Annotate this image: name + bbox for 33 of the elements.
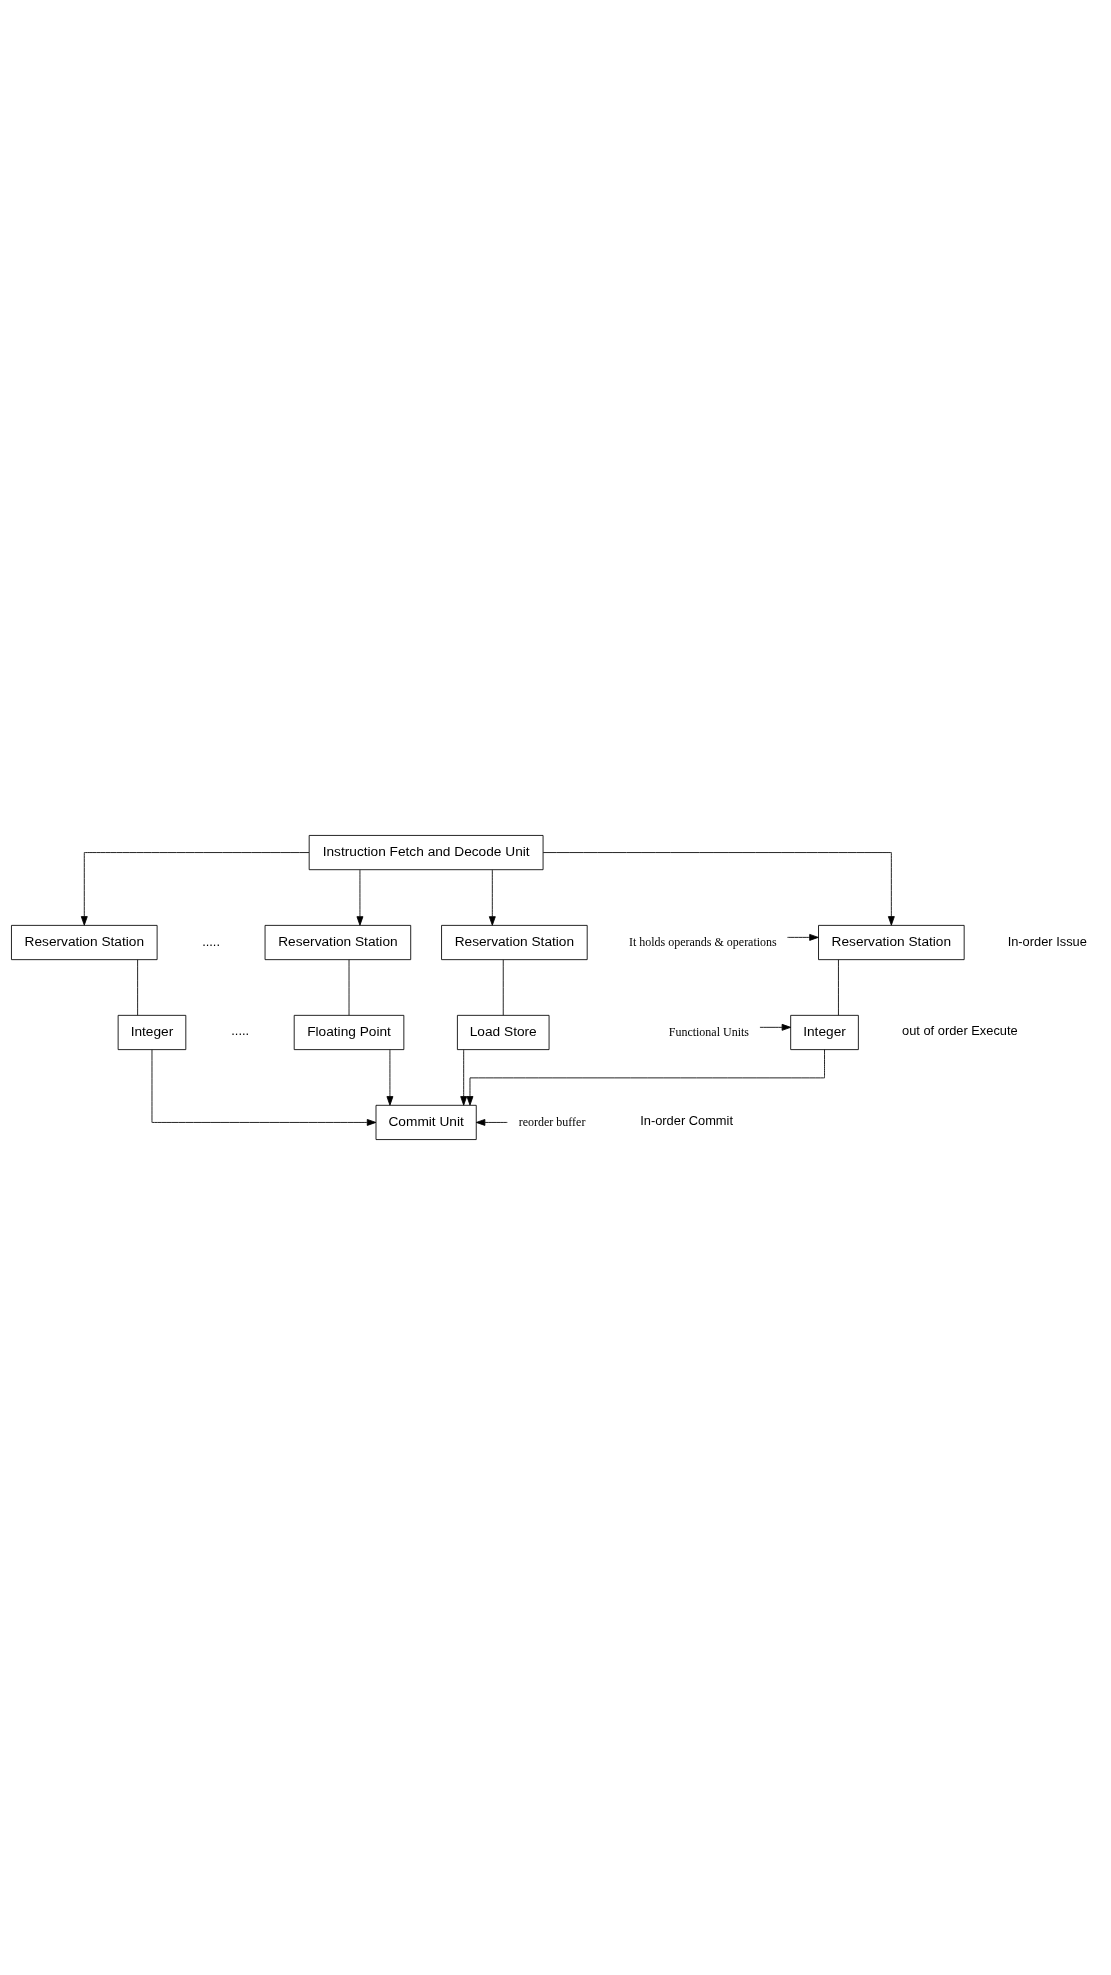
arrow: [759, 1023, 792, 1031]
arrow: [488, 869, 496, 926]
arrow: [787, 933, 819, 941]
node-box: Reservation Station: [264, 924, 412, 961]
node-box: Integer: [790, 1014, 859, 1051]
connector: [502, 959, 504, 1016]
label: .....: [231, 1023, 250, 1039]
label: .....: [202, 933, 221, 949]
node-box: Reservation Station: [818, 924, 965, 961]
arrow: [460, 1049, 468, 1106]
arrow: [542, 852, 895, 926]
connector: [838, 959, 839, 1016]
label: out of order Execute: [902, 1023, 1018, 1039]
node-box: Floating Point: [293, 1014, 405, 1051]
node-box: Commit Unit: [375, 1104, 477, 1140]
connector: [348, 959, 350, 1016]
connector: [137, 959, 139, 1016]
node-box: Instruction Fetch and Decode Unit: [308, 835, 544, 871]
node-text: reorder buffer: [518, 1114, 586, 1129]
label: In-order Commit: [640, 1113, 733, 1129]
node-box: Load Store: [456, 1014, 550, 1051]
node-text: Functional Units: [668, 1024, 749, 1039]
arrow: [356, 869, 364, 926]
arrow: [475, 1119, 508, 1126]
arrow: [151, 1049, 377, 1126]
node-box: Integer: [117, 1014, 187, 1051]
arrow: [466, 1049, 825, 1106]
arrow: [386, 1049, 394, 1106]
node-text: It holds operands & operations: [628, 934, 777, 949]
arrow: [80, 852, 310, 926]
label: In-order Issue: [1007, 933, 1087, 949]
node-box: Reservation Station: [441, 924, 588, 961]
node-box: Reservation Station: [11, 924, 158, 961]
